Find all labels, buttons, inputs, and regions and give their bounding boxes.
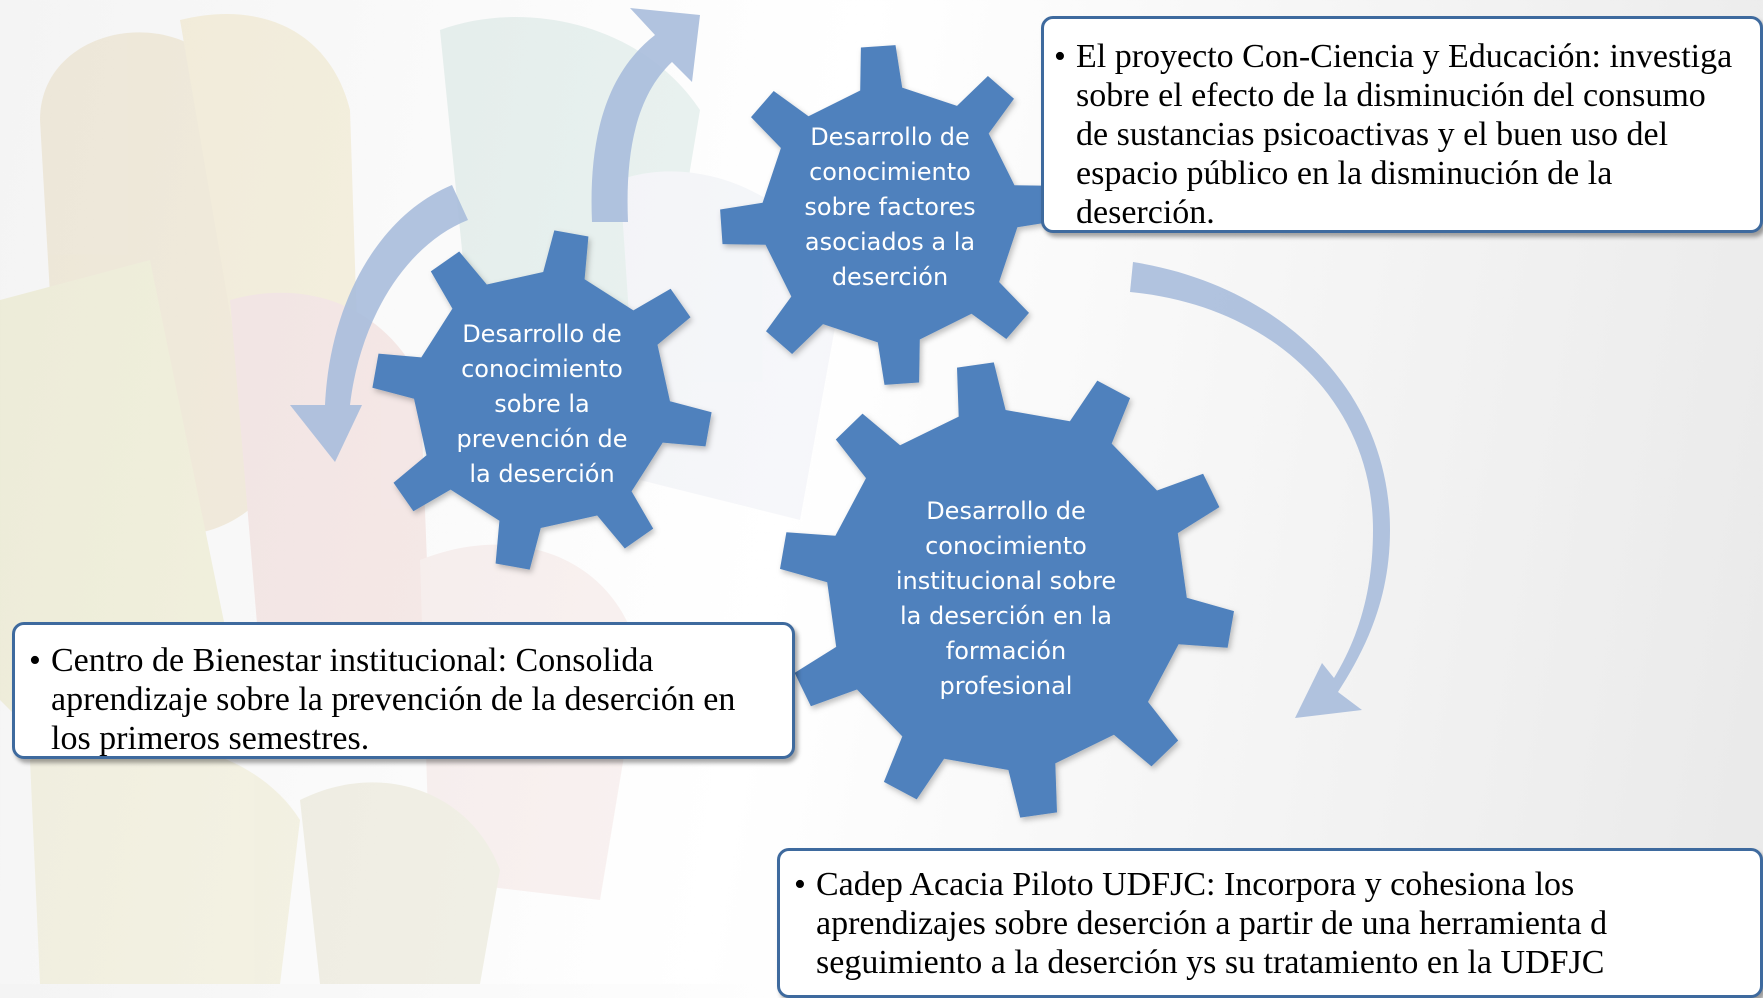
cycle-arrow-left: [290, 185, 468, 462]
gear-bottom-line: conocimiento: [925, 532, 1087, 560]
cycle-arrow-right: [1130, 262, 1390, 718]
gear-left-line: Desarrollo de: [462, 320, 622, 348]
note-top-text: El proyecto Con-Ciencia y Educación: inv…: [1076, 38, 1733, 231]
gear-bottom-line: institucional sobre: [895, 567, 1117, 595]
gear-left-line: sobre la: [494, 390, 590, 418]
bullet-icon: •: [794, 866, 806, 903]
note-bottom: • Cadep Acacia Piloto UDFJC: Incorpora y…: [777, 848, 1763, 998]
gear-left-line: conocimiento: [461, 355, 623, 383]
gear-bottom-line: la deserción en la: [900, 602, 1112, 630]
note-bottom-text: Cadep Acacia Piloto UDFJC: Incorpora y c…: [816, 866, 1608, 981]
gear-left-shape: [372, 230, 712, 570]
note-top-item: • El proyecto Con-Ciencia y Educación: i…: [1054, 37, 1744, 232]
gear-bottom-label: Desarrollo de conocimiento institucional…: [866, 494, 1146, 704]
bullet-icon: •: [1054, 38, 1066, 75]
gear-bottom-shape: [780, 362, 1234, 818]
note-left-text: Centro de Bienestar institucional: Conso…: [51, 642, 736, 757]
note-left-item: • Centro de Bienestar institucional: Con…: [29, 641, 776, 758]
gear-bottom-line: Desarrollo de: [926, 497, 1086, 525]
note-bottom-item: • Cadep Acacia Piloto UDFJC: Incorpora y…: [794, 865, 1744, 982]
note-top: • El proyecto Con-Ciencia y Educación: i…: [1041, 16, 1763, 233]
note-left: • Centro de Bienestar institucional: Con…: [12, 622, 795, 759]
gear-bottom-line: profesional: [939, 672, 1073, 700]
gear-top-line: asociados a la: [804, 228, 976, 256]
gear-top-line: deserción: [831, 263, 949, 291]
gear-left-label: Desarrollo de conocimiento sobre la prev…: [412, 317, 672, 492]
gear-top-line: sobre factores: [804, 193, 976, 221]
gear-top-line: conocimiento: [809, 158, 971, 186]
gear-left-line: prevención de: [456, 425, 628, 453]
cycle-arrow-top: [591, 8, 700, 222]
gear-top-line: Desarrollo de: [810, 123, 970, 151]
gear-bottom-line: formación: [945, 637, 1067, 665]
gear-top-label: Desarrollo de conocimiento sobre factore…: [760, 120, 1020, 295]
bullet-icon: •: [29, 642, 41, 679]
gear-left-line: la deserción: [469, 460, 615, 488]
gear-top-shape: [720, 45, 1060, 385]
